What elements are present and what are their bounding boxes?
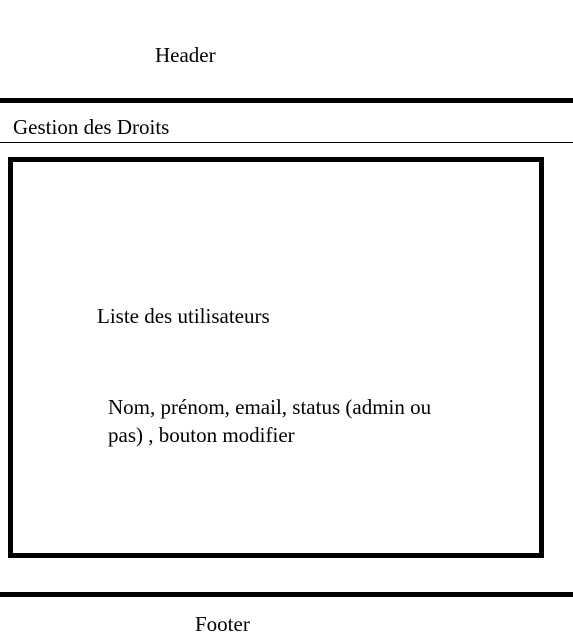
user-list-title: Liste des utilisateurs (97, 304, 270, 328)
footer-label: Footer (195, 612, 250, 636)
user-list-panel (8, 157, 544, 558)
footer-divider (0, 592, 573, 597)
page-title: Gestion des Droits (13, 115, 170, 139)
user-list-description: Nom, prénom, email, status (admin ou pas… (108, 395, 432, 447)
header-divider (0, 98, 573, 103)
header-label: Header (155, 43, 216, 67)
title-divider (0, 142, 573, 143)
